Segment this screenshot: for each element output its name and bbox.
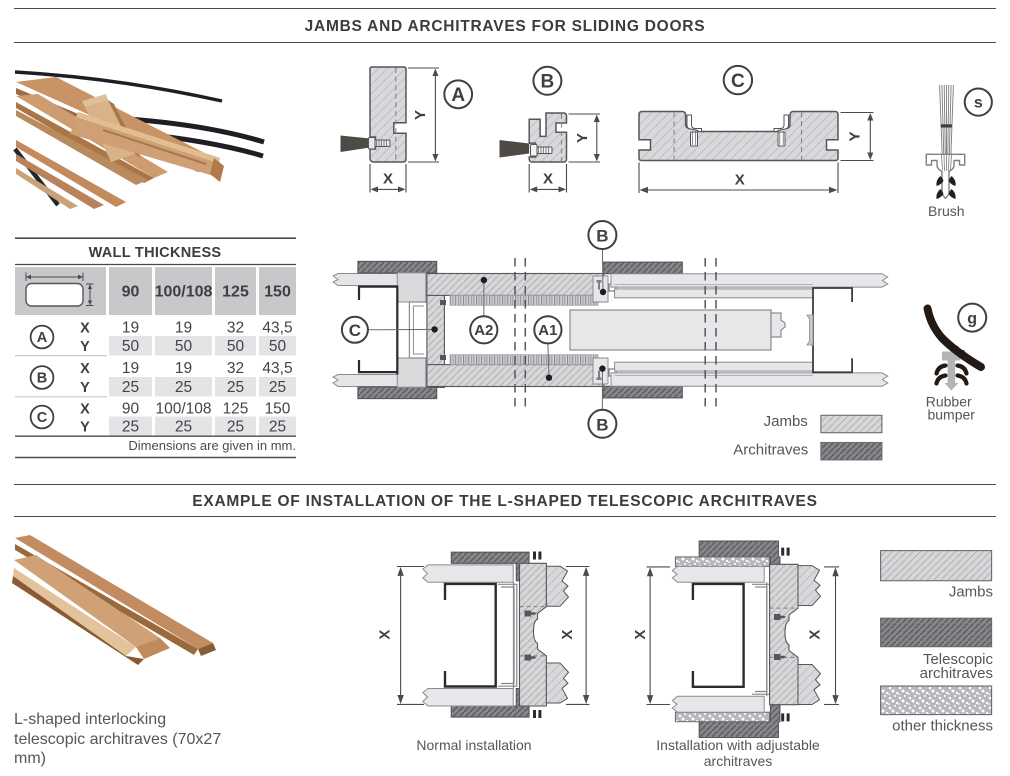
svg-text:X: X xyxy=(807,630,824,640)
svg-text:X: X xyxy=(80,401,90,417)
svg-text:150: 150 xyxy=(265,400,291,417)
svg-text:Telescopic: Telescopic xyxy=(923,651,994,668)
svg-text:43,5: 43,5 xyxy=(262,360,292,377)
svg-text:Jambs: Jambs xyxy=(949,583,993,600)
svg-text:s: s xyxy=(974,95,983,112)
svg-text:19: 19 xyxy=(175,360,192,377)
svg-text:19: 19 xyxy=(122,360,139,377)
svg-text:125: 125 xyxy=(223,400,249,417)
svg-text:100/108: 100/108 xyxy=(155,400,211,417)
svg-text:25: 25 xyxy=(227,379,244,396)
svg-text:C: C xyxy=(37,410,48,426)
svg-text:19: 19 xyxy=(175,320,192,337)
svg-text:90: 90 xyxy=(122,284,140,301)
svg-text:Jambs: Jambs xyxy=(764,413,808,430)
svg-text:32: 32 xyxy=(227,360,244,377)
svg-text:25: 25 xyxy=(122,379,139,396)
svg-text:50: 50 xyxy=(227,338,245,355)
svg-text:Y: Y xyxy=(412,110,429,120)
svg-text:150: 150 xyxy=(264,284,291,301)
svg-text:A2: A2 xyxy=(474,322,493,339)
svg-text:Y: Y xyxy=(80,339,90,355)
svg-text:25: 25 xyxy=(227,418,244,435)
svg-text:50: 50 xyxy=(269,338,287,355)
svg-text:19: 19 xyxy=(122,320,139,337)
svg-text:WALL THICKNESS: WALL THICKNESS xyxy=(89,245,222,261)
svg-text:50: 50 xyxy=(122,338,140,355)
svg-text:A1: A1 xyxy=(538,322,557,339)
svg-text:Brush: Brush xyxy=(928,203,965,219)
svg-text:43,5: 43,5 xyxy=(262,320,292,337)
svg-text:B: B xyxy=(596,227,608,246)
svg-text:B: B xyxy=(37,371,47,387)
svg-text:Dimensions are given in mm.: Dimensions are given in mm. xyxy=(128,438,296,453)
svg-text:X: X xyxy=(80,361,90,377)
svg-text:A: A xyxy=(451,85,465,106)
svg-text:B: B xyxy=(596,415,608,434)
svg-text:C: C xyxy=(349,321,361,340)
svg-text:X: X xyxy=(377,630,394,640)
svg-text:X: X xyxy=(543,171,553,188)
svg-text:C: C xyxy=(731,71,745,92)
svg-text:Architraves: Architraves xyxy=(733,442,808,459)
svg-text:Y: Y xyxy=(80,380,90,396)
svg-text:X: X xyxy=(735,172,745,189)
svg-text:100/108: 100/108 xyxy=(155,284,213,301)
svg-text:Rubber: Rubber xyxy=(926,393,972,409)
svg-text:25: 25 xyxy=(269,379,286,396)
svg-text:X: X xyxy=(383,171,393,188)
svg-text:bumper: bumper xyxy=(927,407,975,423)
svg-text:25: 25 xyxy=(122,418,139,435)
svg-text:125: 125 xyxy=(222,284,249,301)
svg-text:Y: Y xyxy=(80,419,90,435)
svg-text:X: X xyxy=(559,630,576,640)
svg-text:25: 25 xyxy=(175,379,192,396)
svg-text:A: A xyxy=(37,330,48,346)
svg-text:X: X xyxy=(632,630,649,640)
svg-text:g: g xyxy=(967,311,977,328)
svg-text:architraves: architraves xyxy=(920,665,993,682)
svg-text:32: 32 xyxy=(227,320,244,337)
svg-text:B: B xyxy=(541,72,555,93)
svg-text:25: 25 xyxy=(175,418,192,435)
svg-text:Y: Y xyxy=(846,131,863,141)
svg-text:other thickness: other thickness xyxy=(892,718,993,735)
svg-text:90: 90 xyxy=(122,400,140,417)
svg-text:Y: Y xyxy=(574,133,591,143)
svg-text:X: X xyxy=(80,321,90,337)
svg-text:50: 50 xyxy=(175,338,193,355)
svg-text:25: 25 xyxy=(269,418,286,435)
